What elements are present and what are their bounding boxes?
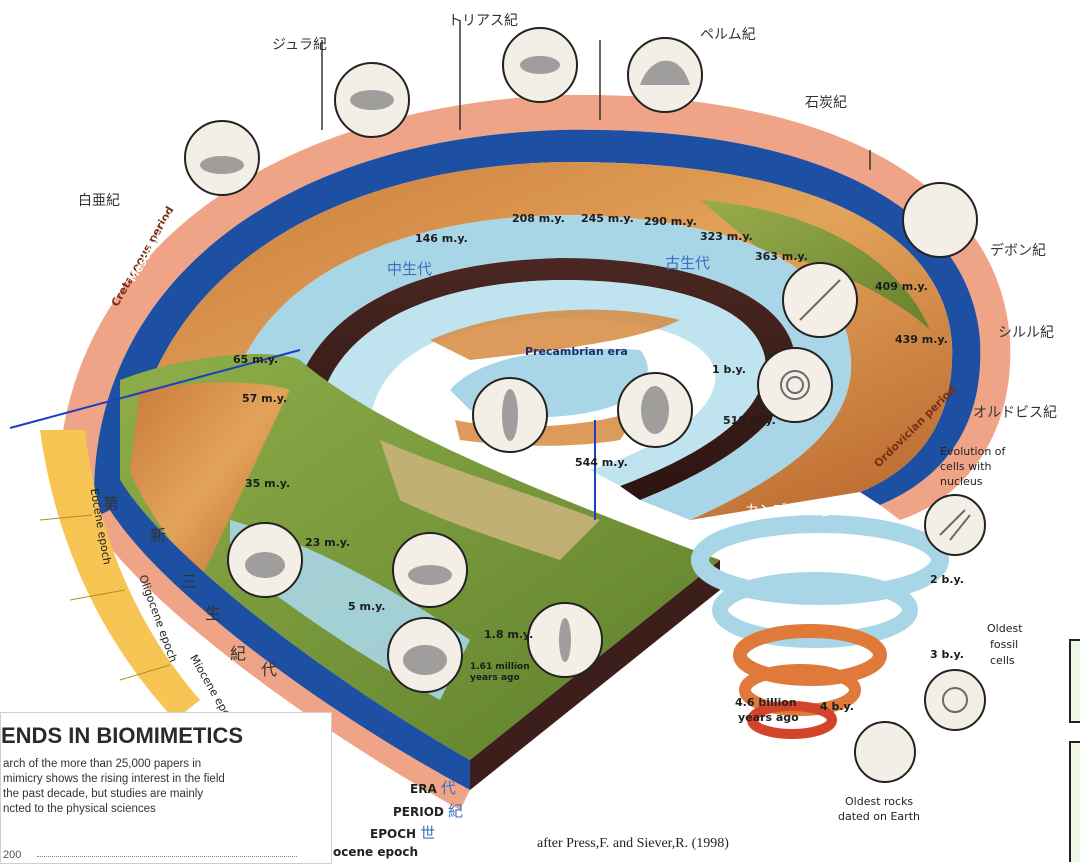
annotation-billion-2: years ago	[738, 711, 799, 724]
label-cretaceous: 白亜紀	[78, 190, 120, 210]
legend-era: ERA 代	[410, 777, 456, 798]
marker-409: 409 m.y.	[875, 280, 928, 293]
legend-epoch-jp: 世	[420, 824, 435, 842]
legend-epoch-en: EPOCH	[370, 827, 416, 841]
marker-146: 146 m.y.	[415, 232, 468, 245]
label-carboniferous: 石炭紀	[805, 92, 847, 112]
annotation-fossil-cells-3: cells	[990, 654, 1015, 667]
label-paleozoic: 古生代	[665, 252, 710, 273]
marker-439: 439 m.y.	[895, 333, 948, 346]
inset-axis-dotted	[37, 856, 297, 857]
annotation-oldest-rocks-1: Oldest rocks	[845, 795, 913, 808]
marker-4b: 4 b.y.	[820, 700, 854, 713]
fossil-circle-cambrian	[758, 348, 832, 422]
fossil-circle-fossilcells	[925, 670, 985, 730]
inset-line-4: ncted to the physical sciences	[3, 803, 156, 815]
inset-line-3: the past decade, but studies are mainly	[3, 788, 203, 800]
annotation-oldest-rocks-2: dated on Earth	[838, 810, 920, 823]
cenozoic-char-3: 三	[181, 568, 197, 592]
annotation-cells-nucleus-3: nucleus	[940, 475, 983, 488]
legend-era-jp: 代	[441, 779, 456, 797]
legend-era-en: ERA	[410, 782, 437, 796]
marker-510: 510 m.y.	[723, 414, 776, 427]
inset-title: ENDS IN BIOMIMETICS	[1, 723, 243, 749]
marker-23: 23 m.y.	[305, 536, 350, 549]
marker-290: 290 m.y.	[644, 215, 697, 228]
cenozoic-char-1: 第	[103, 490, 119, 514]
label-triassic: トリアス紀	[448, 10, 518, 30]
legend-period: PERIOD 紀	[393, 800, 463, 821]
marker-5: 5 m.y.	[348, 600, 385, 613]
marker-1-61: 1.61 million years ago	[470, 662, 540, 684]
annotation-fossil-cells-1: Oldest	[987, 622, 1023, 635]
label-mesozoic: 中生代	[387, 258, 432, 279]
bottom-epoch-label: ocene epoch	[333, 845, 418, 859]
marker-3b: 3 b.y.	[930, 648, 964, 661]
label-devonian: デボン紀	[990, 240, 1046, 260]
inset-line-1: arch of the more than 25,000 papers in	[3, 758, 201, 770]
label-silurian: シルル紀	[998, 322, 1054, 342]
marker-208: 208 m.y.	[512, 212, 565, 225]
label-precambrian-era: Precambrian era	[525, 345, 628, 358]
annotation-cells-nucleus-1: Evolution of	[940, 445, 1005, 458]
right-box-2	[1070, 742, 1080, 862]
marker-363: 363 m.y.	[755, 250, 808, 263]
cenozoic-char-4: 生	[205, 600, 221, 624]
annotation-cells-nucleus-2: cells with	[940, 460, 992, 473]
legend-period-en: PERIOD	[393, 805, 444, 819]
label-ordovician: オルドビス紀	[973, 402, 1057, 422]
label-permian: ペルム紀	[700, 24, 756, 44]
label-cambrian: カンブリア紀	[745, 500, 829, 520]
marker-1b: 1 b.y.	[712, 363, 746, 376]
credit-line: after Press,F. and Siever,R. (1998)	[537, 836, 729, 852]
marker-1-8: 1.8 m.y.	[484, 628, 533, 641]
inset-line-2: mimicry shows the rising interest in the…	[3, 773, 225, 785]
fossil-circle-rocks	[855, 722, 915, 782]
marker-2b: 2 b.y.	[930, 573, 964, 586]
marker-35: 35 m.y.	[245, 477, 290, 490]
marker-57: 57 m.y.	[242, 392, 287, 405]
cenozoic-char-2: 新	[150, 522, 166, 546]
marker-323: 323 m.y.	[700, 230, 753, 243]
marker-544: 544 m.y.	[575, 456, 628, 469]
biomimetics-inset: ENDS IN BIOMIMETICS arch of the more tha…	[0, 712, 332, 864]
fossil-circle-cells	[925, 495, 985, 555]
annotation-billion-1: 4.6 billion	[735, 696, 797, 709]
legend-epoch: EPOCH 世	[370, 822, 435, 843]
legend-period-jp: 紀	[448, 802, 463, 820]
fossil-circle-devonian	[903, 183, 977, 257]
inset-axis-value: 200	[3, 849, 21, 861]
cenozoic-char-5: 紀	[230, 640, 246, 664]
cenozoic-char-6: 代	[261, 656, 277, 680]
label-jurassic: ジュラ紀	[272, 34, 327, 54]
marker-65: 65 m.y.	[233, 353, 278, 366]
annotation-fossil-cells-2: fossil	[990, 638, 1018, 651]
marker-245: 245 m.y.	[581, 212, 634, 225]
right-box-1	[1070, 640, 1080, 722]
